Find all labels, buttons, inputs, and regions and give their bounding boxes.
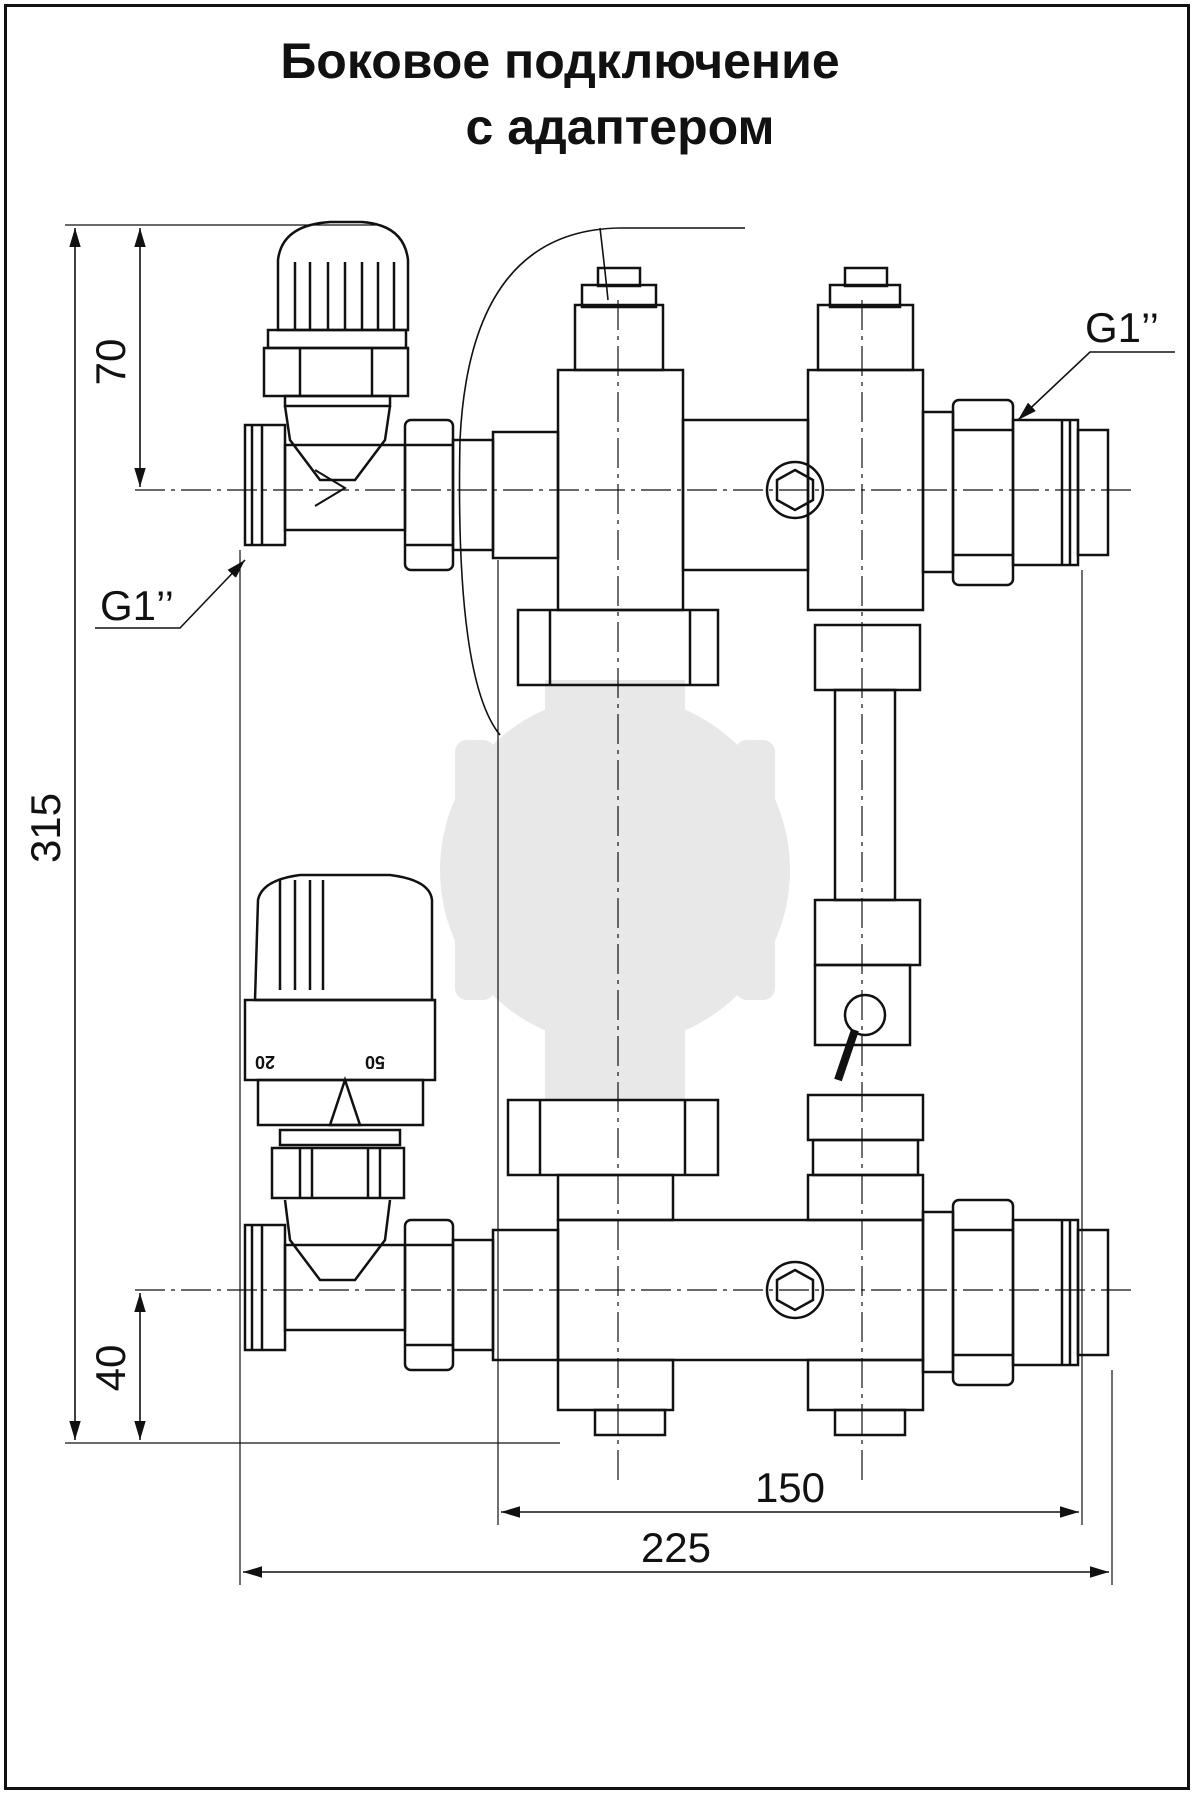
- lower-left-valve: [243, 1218, 560, 1372]
- title-line-2: с адаптером: [465, 99, 775, 155]
- dim-top-offset: 70: [87, 339, 134, 386]
- gauge-mark-right: 50: [365, 1052, 385, 1072]
- gauge-mark-left: 20: [255, 1052, 275, 1072]
- upper-thermostatic-head: [262, 220, 410, 482]
- drawing-title: Боковое подключение с адаптером: [0, 28, 1120, 160]
- dim-total-width: 225: [641, 1524, 711, 1571]
- center-lines: [135, 300, 1135, 1480]
- drawing-frame: [4, 4, 1190, 1790]
- extension-lines: [65, 224, 1113, 1585]
- pump-silhouette: [440, 680, 790, 1100]
- capillary-tube: [459, 227, 745, 441]
- title-line-1: Боковое подключение: [280, 33, 840, 89]
- dim-inner-width: 150: [755, 1464, 825, 1511]
- dimension-lines: [69, 228, 1175, 1578]
- dim-total-height: 315: [22, 793, 69, 863]
- lower-manifold: [506, 963, 1110, 1437]
- thread-label-right: G1’’: [1085, 304, 1159, 351]
- dim-bottom-offset: 40: [87, 1345, 134, 1392]
- lower-thermostatic-head: [243, 873, 437, 1282]
- thread-label-left: G1’’: [100, 582, 174, 629]
